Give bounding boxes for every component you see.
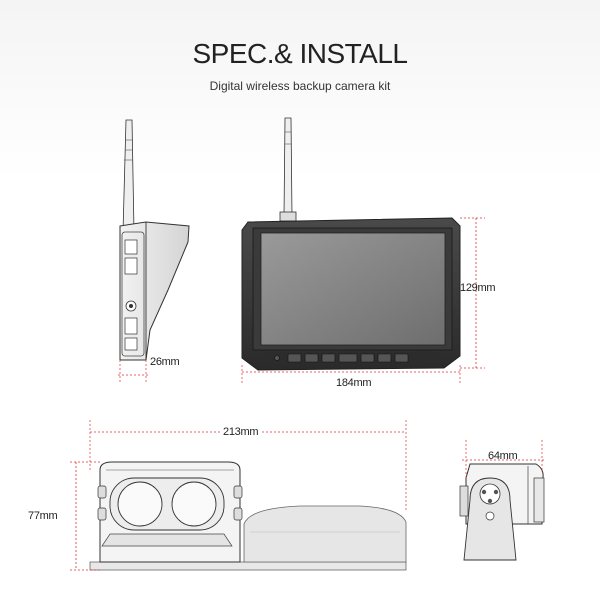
monitor-front-antenna [283, 117, 293, 217]
camera-width-label: 213mm [221, 426, 261, 438]
page-subtitle: Digital wireless backup camera kit [209, 79, 391, 93]
monitor-side-antenna [122, 119, 135, 233]
camera-base-plate [89, 561, 407, 571]
camera-lens-left [117, 481, 163, 527]
monitor-side-view [118, 119, 190, 382]
monitor-width-label: 184mm [336, 377, 372, 389]
page-title: SPEC.& INSTALL [192, 38, 408, 69]
camera-front-view [70, 420, 407, 571]
camera-side-view [459, 440, 546, 561]
monitor-screen [260, 232, 446, 346]
camera-height-label: 77mm [28, 510, 58, 522]
camera-depth-label: 64mm [488, 450, 518, 462]
monitor-depth-label: 26mm [150, 356, 180, 368]
camera-cover [243, 505, 407, 563]
camera-lens-right [171, 481, 217, 527]
monitor-front-view [241, 117, 485, 385]
monitor-height-label: 129mm [460, 282, 496, 294]
monitor-buttons [274, 353, 409, 363]
